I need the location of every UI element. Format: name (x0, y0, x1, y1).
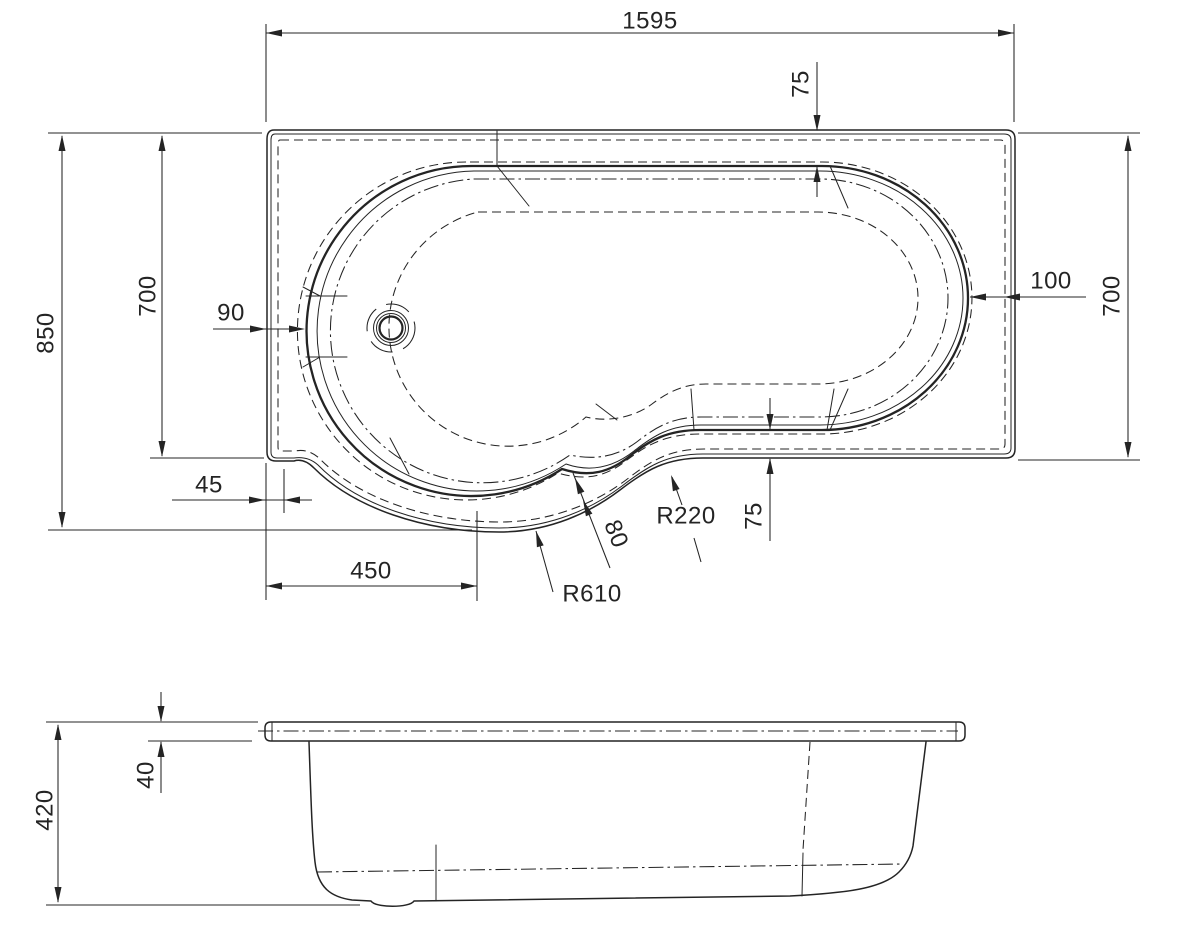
dim-label-radius-inner: R610 (562, 581, 621, 608)
dim-label-inner-width-right: 700 (1099, 275, 1126, 317)
side-view-tub-body (308, 741, 927, 907)
dim-label-overall-height: 420 (32, 789, 59, 831)
bowl-floor-dashed-ring (388, 211, 919, 447)
dim-label-bulge-offset: 450 (350, 558, 392, 585)
surface-break-lines (302, 130, 849, 475)
side-view-hidden-bulge-edge (802, 741, 811, 851)
side-view-bulge-lower-edge (801, 852, 804, 897)
top-view-outer-rim-inner-line (270, 133, 1012, 529)
dim-rim-thickness: 40 (133, 692, 252, 793)
dim-label-radius-outer: R220 (656, 503, 715, 530)
dim-corner-step: 45 (172, 463, 312, 600)
bath-side-view: 420 40 (32, 692, 966, 907)
dim-radius-inner: R610 (535, 530, 621, 608)
bowl-edge (305, 164, 970, 498)
drain-waste-icon (366, 303, 416, 353)
dim-label-channel-width: 80 (598, 516, 633, 552)
dim-rim-left: 90 (213, 300, 305, 333)
dim-inner-width-right: 700 (1018, 132, 1140, 461)
bath-top-view: 1595 75 850 700 90 (33, 8, 1140, 608)
dim-label-rim-bottom: 75 (741, 502, 768, 530)
dim-rim-bottom: 75 (741, 398, 774, 541)
side-view-bottom-hidden-line (316, 863, 904, 873)
top-view-outer-rim (266, 129, 1016, 533)
dim-label-length: 1595 (622, 8, 677, 35)
dim-label-overall-width: 850 (33, 312, 60, 354)
bowl-centerline-ring (329, 178, 949, 484)
dim-label-rim-right: 100 (1030, 268, 1072, 295)
dim-label-rim-top: 75 (788, 70, 815, 98)
dim-label-rim-thickness: 40 (133, 761, 160, 789)
dim-length: 1595 (265, 8, 1015, 122)
top-view-skirt-hidden-line (277, 139, 1006, 523)
dim-inner-width-left: 700 (135, 135, 264, 459)
dim-label-rim-left: 90 (217, 300, 245, 327)
dim-radius-outer: R220 (656, 475, 715, 563)
dim-rim-right: 100 (970, 268, 1086, 301)
bowl-edge-inner-line (316, 170, 964, 492)
side-view-rim (264, 721, 966, 742)
dim-label-inner-width-left: 700 (135, 275, 162, 317)
dim-rim-top: 75 (788, 62, 821, 197)
dim-bulge-offset: 450 (266, 511, 478, 601)
dim-overall-height: 420 (32, 721, 360, 906)
dim-overall-width: 850 (33, 132, 472, 531)
dim-label-corner-step: 45 (195, 472, 223, 499)
bowl-outer-dashed-line (296, 161, 973, 501)
